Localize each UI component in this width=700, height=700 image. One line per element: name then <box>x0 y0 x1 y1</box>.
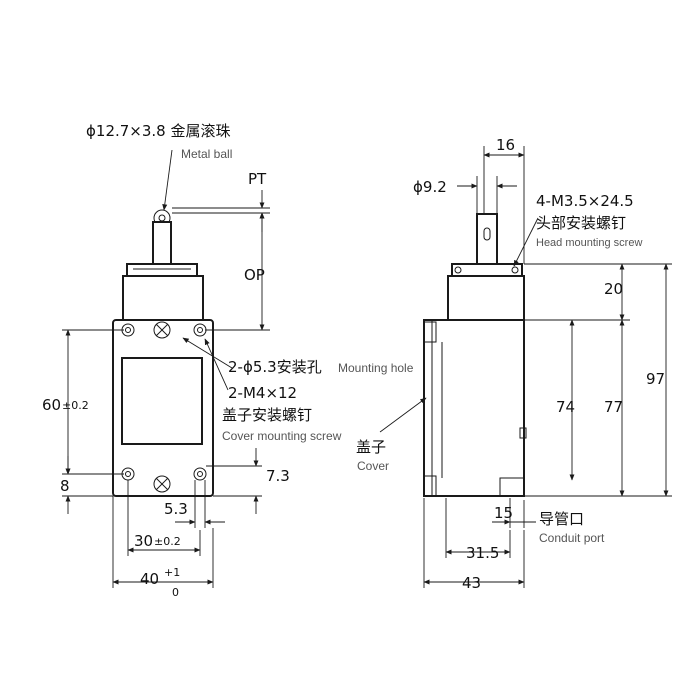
side-view: 16 ϕ9.2 4-M3.5×24.5 头部安装螺钉 Head mounting… <box>356 136 672 592</box>
dim-30-tol: ±0.2 <box>154 535 181 548</box>
dim-phi-9-2: ϕ9.2 <box>413 178 447 196</box>
cover-screw-label-cn2: 盖子安装螺钉 <box>222 406 312 424</box>
side-body <box>423 319 527 497</box>
dim-43: 43 <box>462 574 481 592</box>
dim-40-tol-dn: 0 <box>172 586 179 599</box>
cover-label-cn: 盖子 <box>356 438 386 456</box>
dim-60: 60 <box>42 396 61 414</box>
dim-40: 40 <box>140 570 159 588</box>
dim-40-tol-up: +1 <box>164 566 180 579</box>
cover-label-en: Cover <box>357 459 389 473</box>
dim-7-3: 7.3 <box>266 467 290 485</box>
op-label: OP <box>244 266 265 284</box>
pt-label: PT <box>248 170 267 188</box>
head <box>122 263 204 321</box>
side-head <box>447 263 525 321</box>
dim-60-tol: ±0.2 <box>62 399 89 412</box>
head-screw-label-cn2: 头部安装螺钉 <box>536 214 626 232</box>
dim-16: 16 <box>496 136 515 154</box>
plunger <box>476 213 498 265</box>
front-view: ϕ12.7×3.8 金属滚珠 Metal ball PT OP 2-ϕ5.3安装… <box>42 122 414 599</box>
dim-20: 20 <box>604 280 623 298</box>
cover-screws <box>153 321 171 493</box>
switch-body <box>112 319 214 497</box>
dim-31-5: 31.5 <box>466 544 499 562</box>
dim-5-3: 5.3 <box>164 500 188 518</box>
head-screw-label-en: Head mounting screw <box>536 237 642 249</box>
cover-screw-label-cn1: 2-M4×12 <box>228 384 297 402</box>
cover-screw-label-en: Cover mounting screw <box>222 429 342 443</box>
metal-ball-label-cn: ϕ12.7×3.8 金属滚珠 <box>86 122 231 140</box>
mounting-hole-label-en: Mounting hole <box>338 361 414 375</box>
dim-30: 30 <box>134 532 153 550</box>
conduit-label-cn: 导管口 <box>539 510 584 528</box>
dim-97: 97 <box>646 370 665 388</box>
dim-74: 74 <box>556 398 575 416</box>
dim-77: 77 <box>604 398 623 416</box>
dim-8: 8 <box>60 477 70 495</box>
metal-ball-label-en: Metal ball <box>181 147 232 161</box>
dim-15: 15 <box>494 504 513 522</box>
mounting-hole-label-cn: 2-ϕ5.3安装孔 <box>228 358 322 376</box>
head-screw-label-cn1: 4-M3.5×24.5 <box>536 192 634 210</box>
conduit-label-en: Conduit port <box>539 531 605 545</box>
roller-lever <box>152 209 172 265</box>
